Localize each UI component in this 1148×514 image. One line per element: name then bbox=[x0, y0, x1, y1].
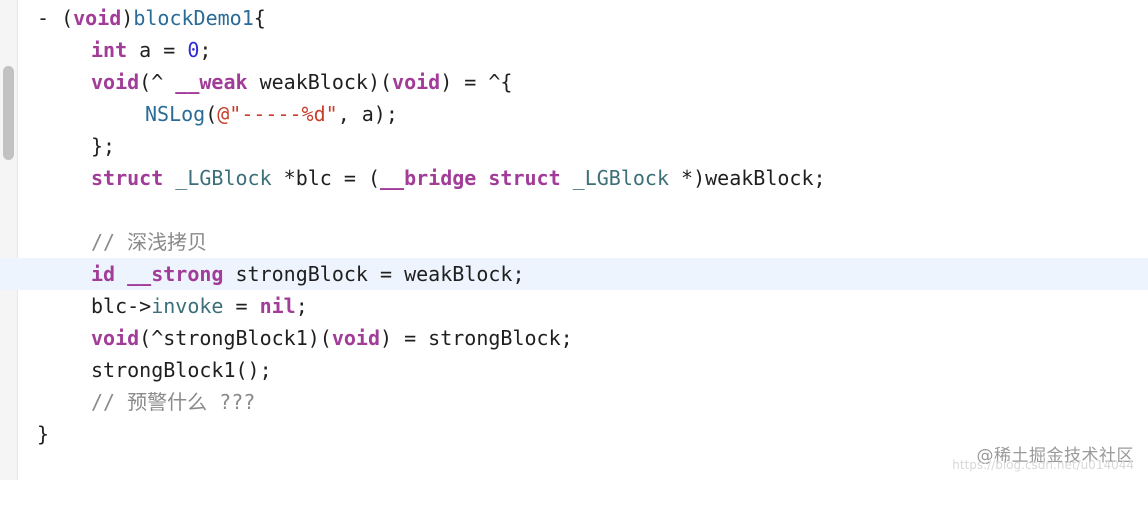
code-line[interactable]: } bbox=[0, 418, 1148, 450]
code-line-current[interactable]: id __strong strongBlock = weakBlock; bbox=[0, 258, 1148, 290]
code-text: int a = 0; bbox=[91, 38, 212, 62]
code-text: void(^strongBlock1)(void) = strongBlock; bbox=[91, 326, 573, 350]
editor-gutter bbox=[0, 0, 18, 480]
code-text: }; bbox=[91, 134, 116, 158]
code-line[interactable]: void(^strongBlock1)(void) = strongBlock; bbox=[0, 322, 1148, 354]
code-line[interactable]: int a = 0; bbox=[0, 34, 1148, 66]
code-text: NSLog(@"-----%d", a); bbox=[145, 102, 398, 126]
code-line[interactable]: strongBlock1(); bbox=[0, 354, 1148, 386]
code-line[interactable]: NSLog(@"-----%d", a); bbox=[0, 98, 1148, 130]
code-text: strongBlock1(); bbox=[91, 358, 272, 382]
code-line[interactable]: }; bbox=[0, 130, 1148, 162]
vertical-scrollbar-thumb[interactable] bbox=[3, 66, 14, 160]
code-line[interactable]: // 深浅拷贝 bbox=[0, 226, 1148, 258]
code-area[interactable]: - (void)blockDemo1{ int a = 0; void(^ __… bbox=[0, 2, 1148, 450]
code-comment: // 深浅拷贝 bbox=[91, 230, 208, 254]
code-line[interactable]: struct _LGBlock *blc = (__bridge struct … bbox=[0, 162, 1148, 194]
code-text: } bbox=[37, 422, 50, 446]
code-text: struct _LGBlock *blc = (__bridge struct … bbox=[91, 166, 826, 190]
code-text: id __strong strongBlock = weakBlock; bbox=[91, 262, 525, 286]
code-editor[interactable]: - (void)blockDemo1{ int a = 0; void(^ __… bbox=[0, 0, 1148, 480]
code-text: blc->invoke = nil; bbox=[91, 294, 308, 318]
watermark-url: https://blog.csdn.net/u014044 bbox=[952, 458, 1134, 472]
code-text: void(^ __weak weakBlock)(void) = ^{ bbox=[91, 70, 513, 94]
code-line[interactable]: blc->invoke = nil; bbox=[0, 290, 1148, 322]
code-line[interactable]: void(^ __weak weakBlock)(void) = ^{ bbox=[0, 66, 1148, 98]
code-line-blank[interactable] bbox=[0, 194, 1148, 226]
code-comment: // 预警什么 ??? bbox=[91, 390, 256, 414]
code-line[interactable]: // 预警什么 ??? bbox=[0, 386, 1148, 418]
code-text: - (void)blockDemo1{ bbox=[37, 6, 266, 30]
code-line[interactable]: - (void)blockDemo1{ bbox=[0, 2, 1148, 34]
